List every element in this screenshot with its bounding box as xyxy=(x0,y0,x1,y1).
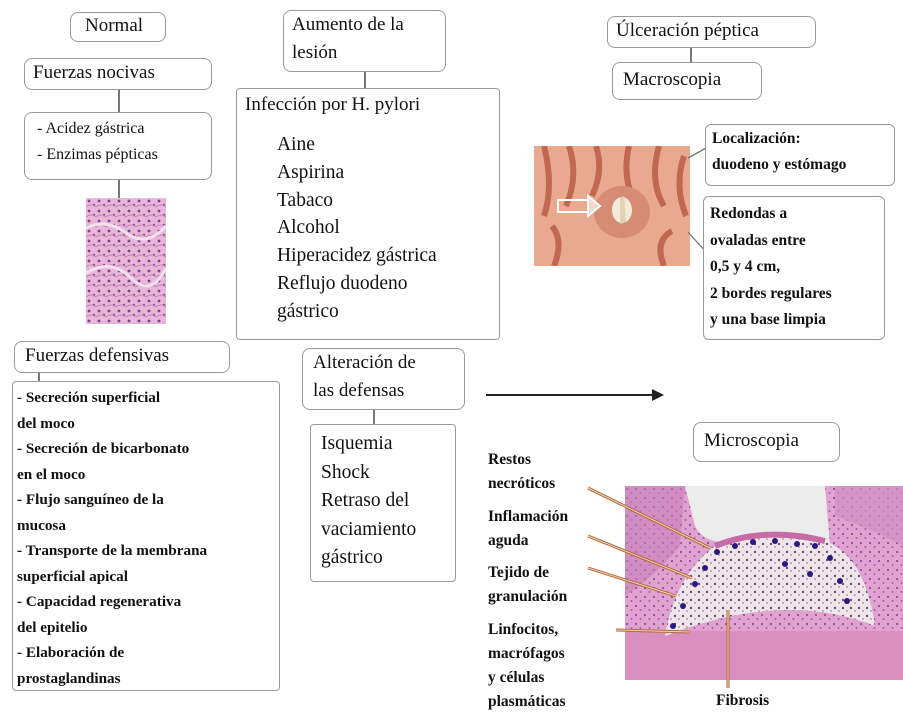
nocivas-item: - Enzimas pépticas xyxy=(37,146,158,164)
isquemia-item: Retraso del xyxy=(321,487,416,516)
microscopia-box: Microscopia xyxy=(693,422,840,462)
defensivas-list-box: - Secreción superficial del moco - Secre… xyxy=(12,381,280,691)
linfocitos-line: macrófagos xyxy=(488,642,566,666)
defensivas-line: - Elaboración de xyxy=(17,640,207,666)
localizacion-line: Localización: xyxy=(712,130,801,148)
factor-item: Alcohol xyxy=(277,214,437,242)
tejido-label: Tejido de granulación xyxy=(488,561,567,609)
restos-line: necróticos xyxy=(488,472,555,496)
alteracion-line: las defensas xyxy=(313,380,404,402)
aumento-line: Aumento de la xyxy=(292,14,404,36)
connector xyxy=(373,410,375,424)
factor-item: Aine xyxy=(277,131,437,159)
isquemia-list: Isquemia Shock Retraso del vaciamiento g… xyxy=(321,430,416,573)
tejido-line: granulación xyxy=(488,585,567,609)
defensivas-list: - Secreción superficial del moco - Secre… xyxy=(17,385,207,691)
redondas-list: Redondas a ovaladas entre 0,5 y 4 cm, 2 … xyxy=(710,201,832,334)
ulceracion-box: Úlceración péptica xyxy=(607,16,816,48)
nocivas-item: - Acidez gástrica xyxy=(37,120,145,138)
defensivas-line: - Secreción de bicarbonato xyxy=(17,436,207,462)
macroscopia-label: Macroscopia xyxy=(623,69,721,91)
fuerzas-defensivas-label: Fuerzas defensivas xyxy=(25,345,169,367)
defensivas-line: - Capacidad regenerativa xyxy=(17,589,207,615)
restos-label: Restos necróticos xyxy=(488,448,555,496)
fuerzas-nocivas-label: Fuerzas nocivas xyxy=(33,62,155,84)
defensivas-line: del moco xyxy=(17,411,207,437)
histology-image-normal xyxy=(86,198,166,324)
alteracion-box: Alteración de las defensas xyxy=(302,348,465,410)
factores-box: Infección por H. pylori Aine Aspirina Ta… xyxy=(236,88,500,340)
aumento-line: lesión xyxy=(292,42,337,64)
infeccion-label: Infección por H. pylori xyxy=(245,94,420,116)
factor-item: gástrico xyxy=(277,298,437,326)
redondas-line: 2 bordes regulares xyxy=(710,281,832,308)
normal-label: Normal xyxy=(85,15,143,37)
defensivas-line: del epitelio xyxy=(17,615,207,641)
isquemia-item: Isquemia xyxy=(321,430,416,459)
factores-list: Aine Aspirina Tabaco Alcohol Hiperacidez… xyxy=(277,131,437,326)
macroscopia-box: Macroscopia xyxy=(612,62,762,100)
main-arrow xyxy=(486,385,666,405)
factor-item: Tabaco xyxy=(277,187,437,215)
factor-item: Hiperacidez gástrica xyxy=(277,242,437,270)
linfocitos-line: Linfocitos, xyxy=(488,618,566,642)
defensivas-line: prostaglandinas xyxy=(17,666,207,692)
localizacion-box: Localización: duodeno y estómago xyxy=(705,124,895,186)
fuerzas-nocivas-box: Fuerzas nocivas xyxy=(24,58,212,90)
connector xyxy=(118,90,120,112)
ulceracion-label: Úlceración péptica xyxy=(616,20,759,42)
isquemia-item: gástrico xyxy=(321,544,416,573)
aumento-box: Aumento de la lesión xyxy=(283,10,446,72)
defensivas-line: - Secreción superficial xyxy=(17,385,207,411)
inflamacion-label: Inflamación aguda xyxy=(488,505,568,553)
linfocitos-line: y células xyxy=(488,666,566,690)
isquemia-item: vaciamiento xyxy=(321,516,416,545)
defensivas-line: en el moco xyxy=(17,462,207,488)
defensivas-line: - Transporte de la membrana xyxy=(17,538,207,564)
linfocitos-label: Linfocitos, macrófagos y células plasmát… xyxy=(488,618,566,714)
alteracion-line: Alteración de xyxy=(313,352,416,374)
defensivas-line: - Flujo sanguíneo de la xyxy=(17,487,207,513)
restos-line: Restos xyxy=(488,448,555,472)
linfocitos-line: plasmáticas xyxy=(488,690,566,714)
factor-item: Reflujo duodeno xyxy=(277,270,437,298)
tejido-line: Tejido de xyxy=(488,561,567,585)
nocivas-list-box: - Acidez gástrica - Enzimas pépticas xyxy=(24,112,212,180)
connector xyxy=(690,48,692,62)
defensivas-line: mucosa xyxy=(17,513,207,539)
factor-item: Aspirina xyxy=(277,159,437,187)
redondas-line: Redondas a xyxy=(710,201,832,228)
redondas-line: y una base limpia xyxy=(710,307,832,334)
connector xyxy=(118,180,120,198)
redondas-box: Redondas a ovaladas entre 0,5 y 4 cm, 2 … xyxy=(703,196,885,340)
connector xyxy=(38,373,40,381)
redondas-line: ovaladas entre xyxy=(710,228,832,255)
defensivas-line: superficial apical xyxy=(17,564,207,590)
isquemia-item: Shock xyxy=(321,459,416,488)
localizacion-line: duodeno y estómago xyxy=(712,156,846,174)
isquemia-box: Isquemia Shock Retraso del vaciamiento g… xyxy=(310,424,456,582)
inflamacion-line: Inflamación xyxy=(488,505,568,529)
redondas-line: 0,5 y 4 cm, xyxy=(710,254,832,281)
inflamacion-line: aguda xyxy=(488,529,568,553)
normal-box: Normal xyxy=(70,12,166,42)
micro-pointers xyxy=(580,470,760,695)
fuerzas-defensivas-box: Fuerzas defensivas xyxy=(14,341,230,373)
connector xyxy=(364,72,366,88)
ulcer-macro-image xyxy=(534,146,690,266)
microscopia-label: Microscopia xyxy=(704,430,799,452)
